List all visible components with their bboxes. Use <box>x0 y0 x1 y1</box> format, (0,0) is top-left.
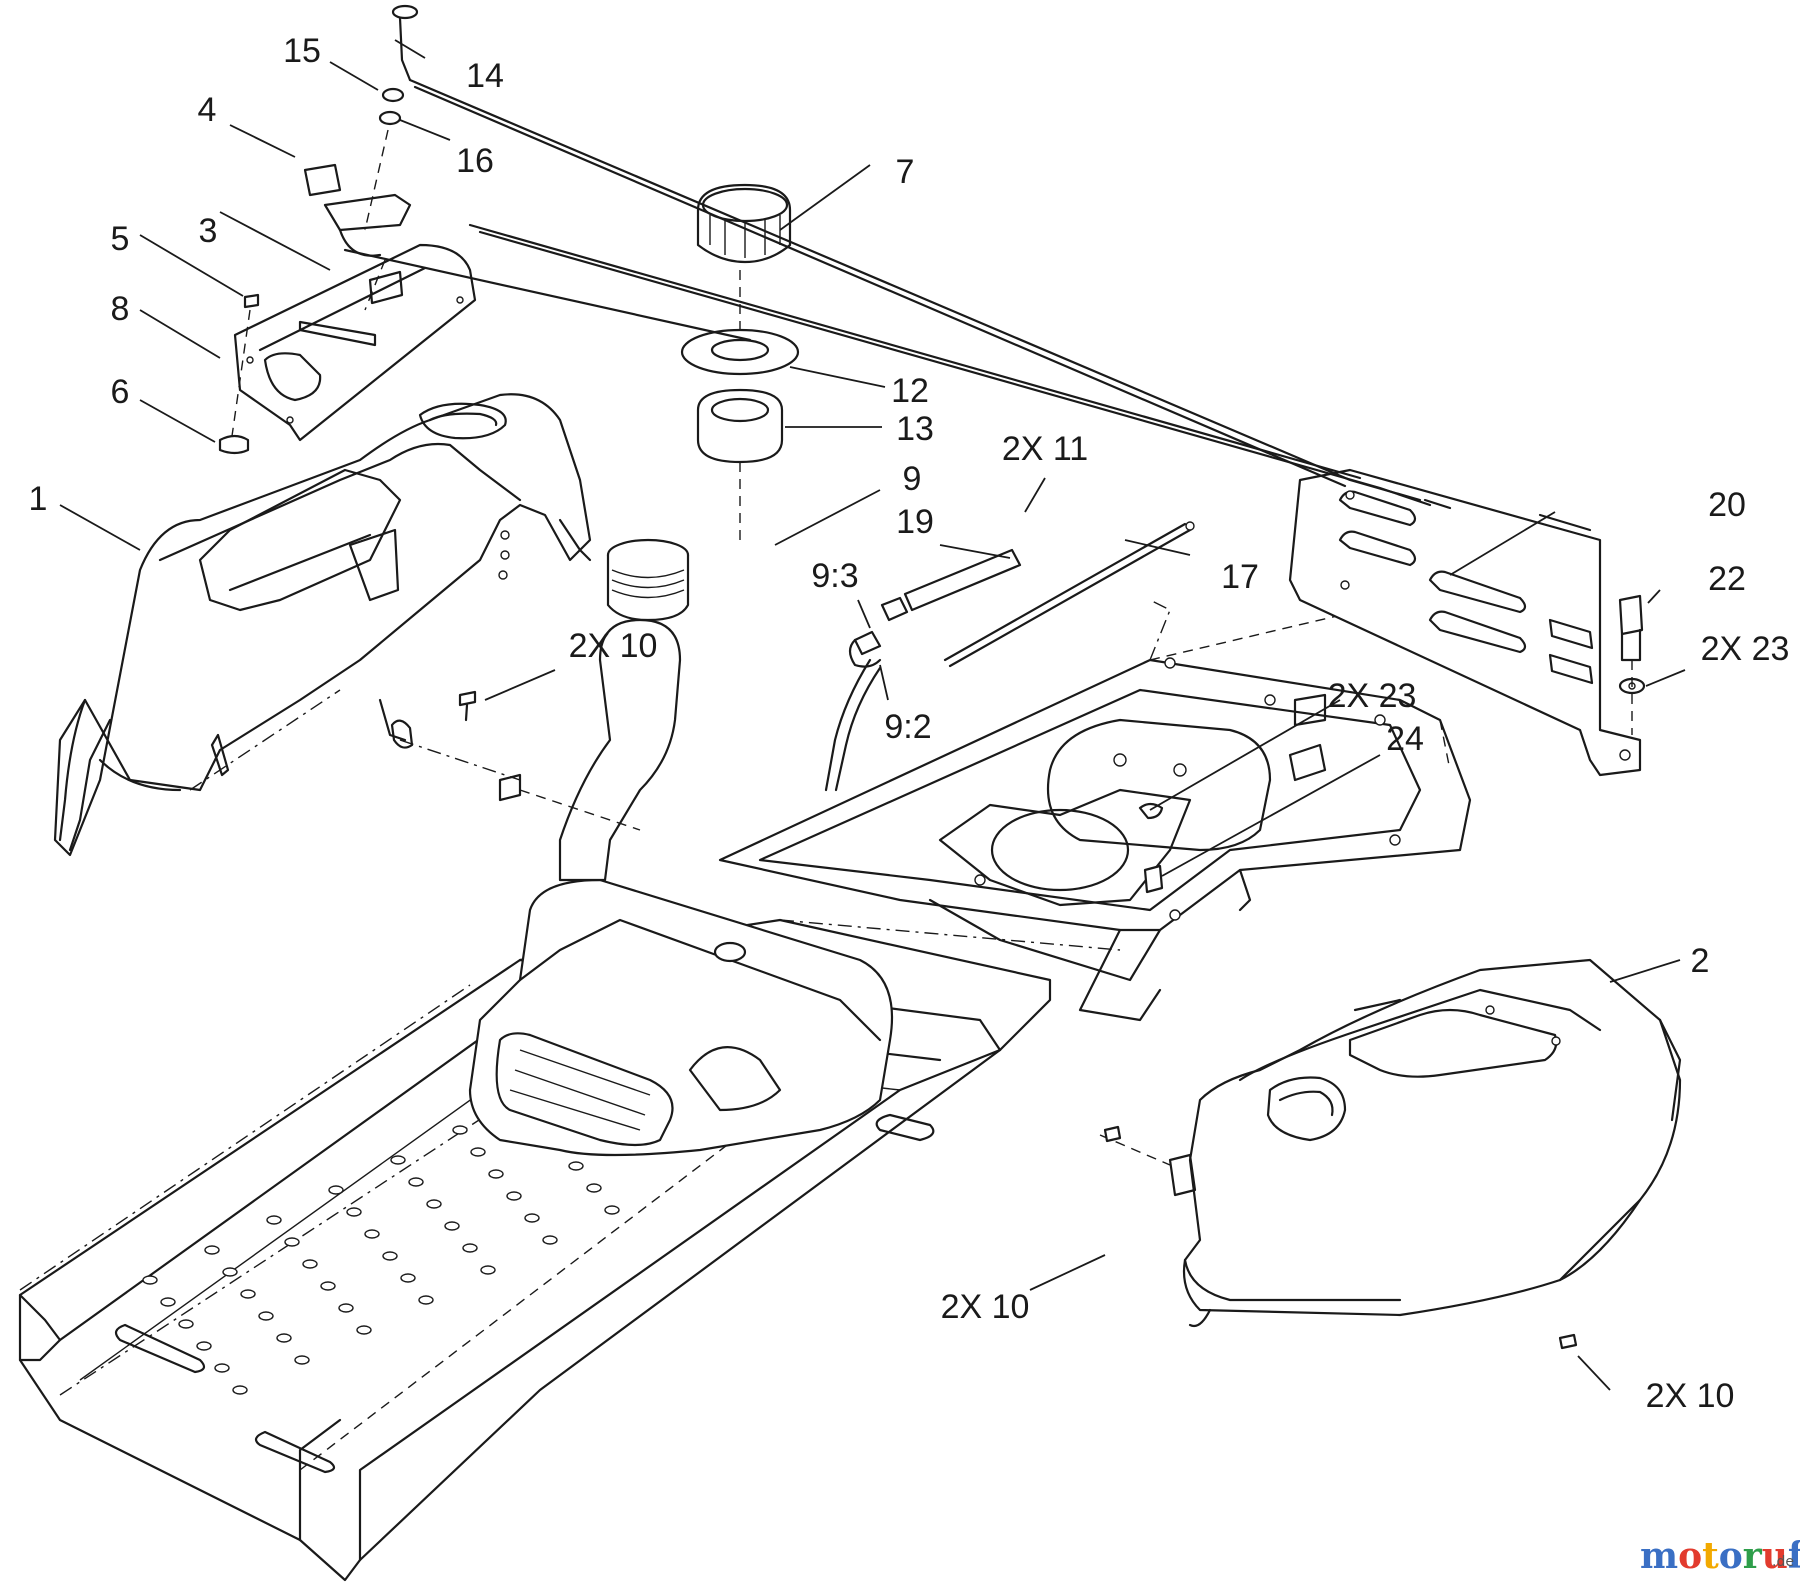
callout-16: 16 <box>456 142 494 180</box>
vent-dot <box>462 1243 478 1253</box>
callout-10b: 2X 10 <box>941 1288 1030 1326</box>
callout-9-3: 9:3 <box>811 557 858 595</box>
watermark-letter: o <box>1678 1535 1702 1577</box>
watermark-suffix: .de <box>1772 1554 1794 1570</box>
callout-2: 2 <box>1691 942 1710 980</box>
vent-dot <box>426 1199 442 1209</box>
vent-dot <box>204 1245 220 1255</box>
watermark-logo: motoruf .de <box>1640 1535 1800 1577</box>
callout-13: 13 <box>896 410 934 448</box>
vent-dot <box>142 1275 158 1285</box>
vent-dot <box>320 1281 336 1291</box>
callout-10c: 2X 10 <box>1646 1377 1735 1415</box>
vent-dot <box>364 1229 380 1239</box>
callout-12: 12 <box>891 372 929 410</box>
vent-dot <box>160 1297 176 1307</box>
callout-23b: 2X 23 <box>1328 677 1417 715</box>
vent-dot <box>408 1177 424 1187</box>
vent-dot <box>452 1125 468 1135</box>
callout-11: 2X 11 <box>1002 430 1088 468</box>
callout-20: 20 <box>1708 486 1746 524</box>
vent-dot <box>390 1155 406 1165</box>
vent-dot <box>294 1355 310 1365</box>
vent-dot <box>276 1333 292 1343</box>
vent-dot <box>418 1295 434 1305</box>
fuel-tank <box>468 183 1022 1157</box>
vent-dot <box>240 1289 256 1299</box>
leader-lines <box>59 39 1686 1391</box>
left-fender <box>53 393 641 857</box>
vent-dot <box>328 1185 344 1195</box>
vent-dot <box>196 1341 212 1351</box>
callout-14: 14 <box>466 57 504 95</box>
vent-dot <box>480 1265 496 1275</box>
callout-8: 8 <box>111 290 130 328</box>
callout-9-2: 9:2 <box>884 708 931 746</box>
callout-17: 17 <box>1221 558 1259 596</box>
watermark-letter: m <box>1640 1535 1678 1577</box>
vent-dot <box>400 1273 416 1283</box>
vent-dot <box>284 1237 300 1247</box>
watermark-letter: t <box>1702 1535 1719 1577</box>
vent-dot <box>258 1311 274 1321</box>
callout-1: 1 <box>29 480 48 518</box>
vent-dot <box>302 1259 318 1269</box>
vent-dot <box>488 1169 504 1179</box>
callout-7: 7 <box>896 153 915 191</box>
vent-dot <box>382 1251 398 1261</box>
callout-5: 5 <box>111 220 130 258</box>
right-fender <box>1099 958 1682 1328</box>
vent-dot <box>178 1319 194 1329</box>
callout-4: 4 <box>198 91 217 129</box>
watermark-letter: f <box>1788 1535 1800 1577</box>
callout-23a: 2X 23 <box>1701 630 1790 668</box>
callout-10a: 2X 10 <box>569 627 658 665</box>
vent-dot <box>222 1267 238 1277</box>
watermark-wordmark: motoruf <box>1640 1535 1800 1577</box>
callout-9: 9 <box>903 460 922 498</box>
seat-plate <box>718 599 1472 1022</box>
vent-dot <box>346 1207 362 1217</box>
vent-dot <box>506 1191 522 1201</box>
callout-19: 19 <box>896 503 934 541</box>
vent-dot <box>214 1363 230 1373</box>
vent-dot <box>568 1161 584 1171</box>
vent-dot <box>356 1325 372 1335</box>
callout-6: 6 <box>111 373 130 411</box>
vent-dot <box>266 1215 282 1225</box>
vent-dot <box>470 1147 486 1157</box>
callout-15: 15 <box>283 32 321 70</box>
watermark-letter: o <box>1719 1535 1743 1577</box>
vent-dot <box>604 1205 620 1215</box>
hardware <box>458 690 1578 1350</box>
callout-labels: 14 15 16 4 7 5 3 8 6 12 13 1 9 2X 11 19 … <box>29 32 1790 1415</box>
callout-3: 3 <box>199 212 218 250</box>
vent-dot <box>586 1183 602 1193</box>
bracket-20 <box>1288 468 1646 777</box>
vent-dot <box>338 1303 354 1313</box>
vent-dot <box>524 1213 540 1223</box>
watermark-letter: r <box>1743 1535 1763 1577</box>
callout-24: 24 <box>1386 720 1424 758</box>
frame-floor-pan <box>18 918 1121 1582</box>
watermark-letter: u <box>1762 1535 1788 1577</box>
callout-22: 22 <box>1708 560 1746 598</box>
control-panel <box>218 4 1592 668</box>
vent-dot <box>444 1221 460 1231</box>
vent-dot <box>232 1385 248 1395</box>
vent-dot <box>542 1235 558 1245</box>
